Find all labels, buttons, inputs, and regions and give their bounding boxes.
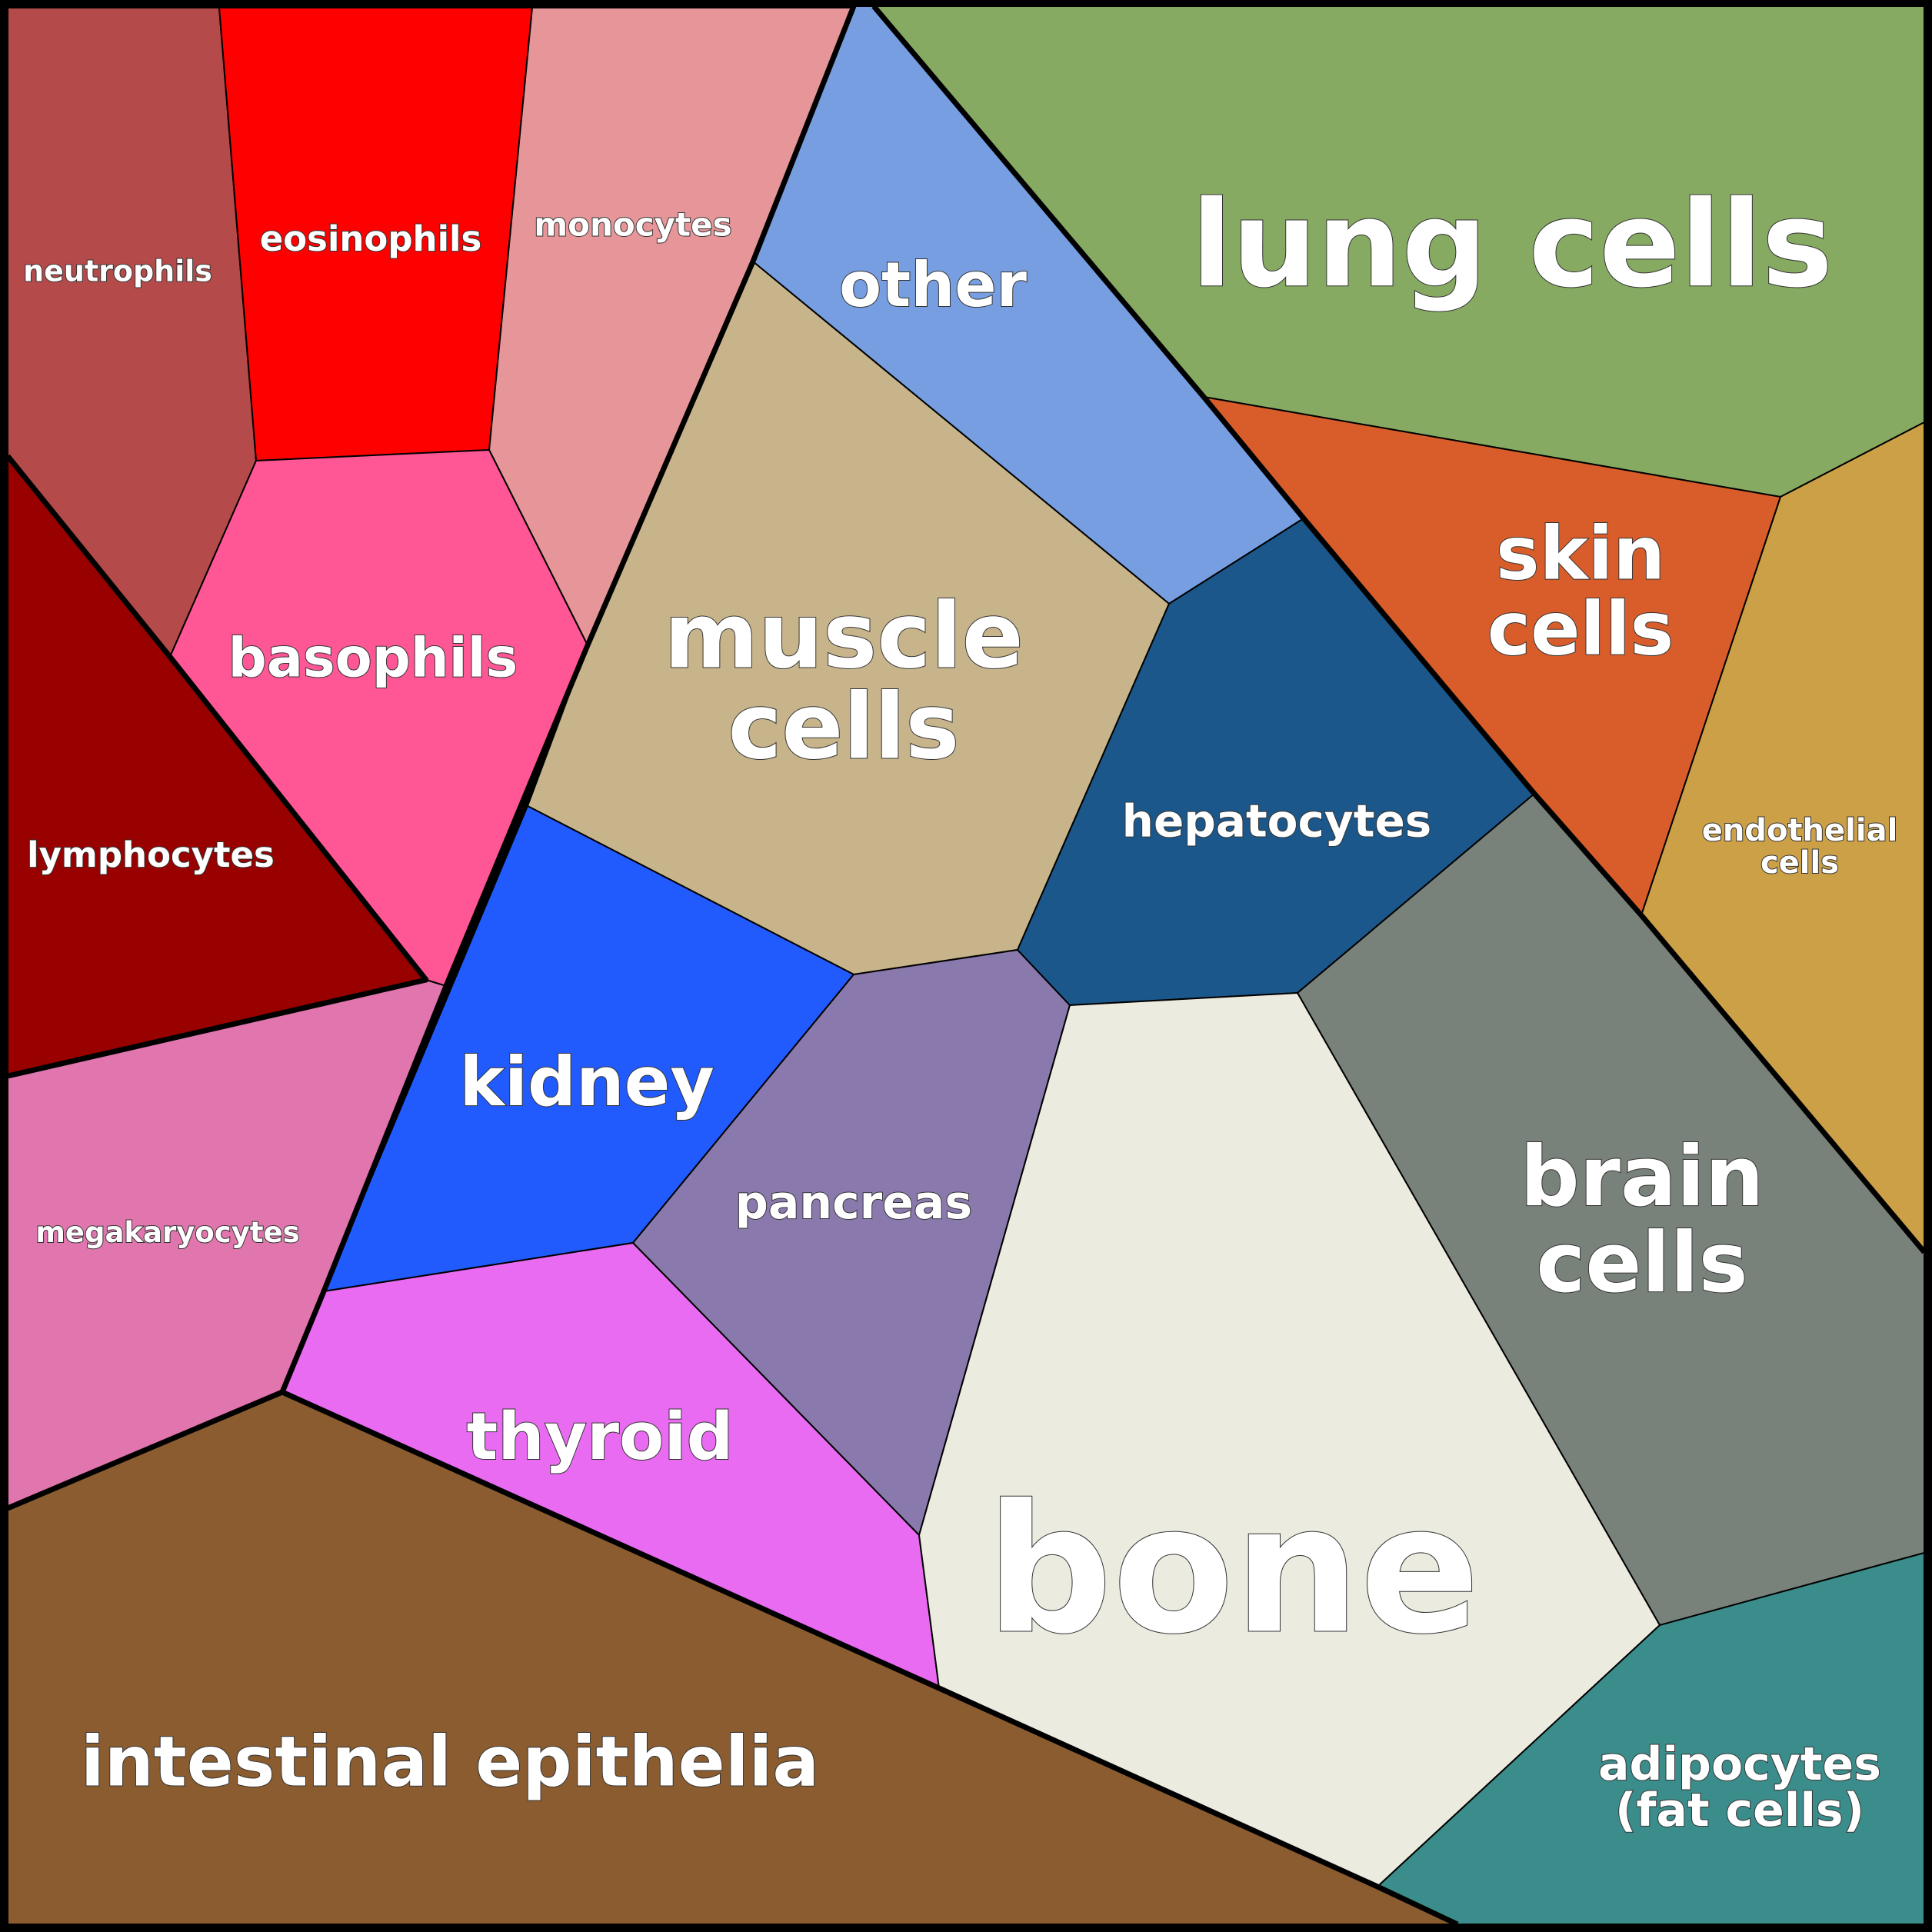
label-line: brain [1520,1129,1764,1225]
label-kidney: kidney [459,1042,714,1121]
label-thyroid: thyroid [467,1399,734,1475]
label-adipocytes: adipocytes(fat cells) [1598,1737,1881,1837]
label-bone: bone [986,1468,1480,1674]
label-line: cells [1487,587,1674,671]
label-megakaryocytes: megakaryocytes [35,1216,299,1249]
label-intestinal-epithelia: intestinal epithelia [81,1722,819,1803]
label-line: monocytes [534,206,731,244]
label-line: kidney [459,1042,714,1121]
label-lung-cells: lung cells [1191,175,1833,314]
label-line: cells [728,673,959,779]
label-hepatocytes: hepatocytes [1122,794,1432,847]
label-line: megakaryocytes [35,1216,299,1249]
label-line: other [839,249,1027,321]
label-pancreas: pancreas [735,1176,972,1230]
label-line: (fat cells) [1615,1784,1864,1837]
label-line: cells [1536,1215,1748,1311]
group-border-intestine [6,1389,1459,1927]
label-line: thyroid [467,1399,734,1475]
label-basophils: basophils [228,627,518,690]
label-neutrophils: neutrophils [23,254,212,288]
label-line: lymphocytes [27,834,275,875]
label-line: intestinal epithelia [81,1722,819,1803]
label-line: basophils [228,627,518,690]
group-border-lymph [5,454,429,1079]
label-lymphocytes: lymphocytes [27,834,275,875]
label-eosinophils: eosinophils [260,218,481,259]
label-line: cells [1760,845,1839,881]
label-line: adipocytes [1598,1737,1881,1791]
label-line: eosinophils [260,218,481,259]
label-line: bone [986,1468,1480,1674]
label-line: hepatocytes [1122,794,1432,847]
label-other: other [839,249,1027,321]
label-line: pancreas [735,1176,972,1230]
group-border-blood [279,5,857,1394]
label-line: endothelial [1702,813,1898,848]
label-monocytes: monocytes [534,206,731,244]
label-line: skin [1496,511,1665,596]
label-line: muscle [664,582,1024,688]
label-line: lung cells [1191,175,1833,314]
label-line: neutrophils [23,254,212,288]
group-border-diagonal [871,4,1927,1254]
cell-adipocytes [1376,1551,1925,1925]
